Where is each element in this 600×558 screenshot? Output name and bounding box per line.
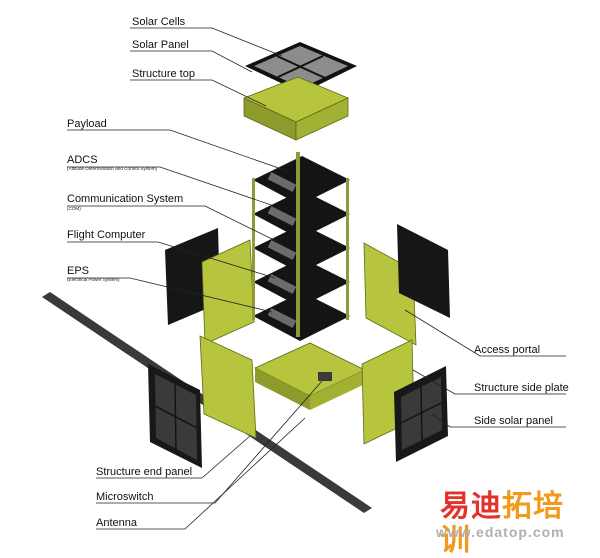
structure-side-plate-left-back bbox=[201, 239, 255, 345]
watermark-logo: 易迪拓培训 www.edatop.com bbox=[418, 489, 594, 558]
adcs-board bbox=[253, 190, 350, 239]
leader-lines bbox=[67, 27, 566, 530]
label-structure-end-panel: Structure end panel bbox=[96, 466, 193, 478]
flight-computer-board bbox=[253, 258, 350, 307]
label-adcs-sub: (Attitude Determination and Control Syst… bbox=[67, 166, 158, 171]
label-access-portal: Access portal bbox=[474, 344, 541, 356]
payload-board bbox=[253, 156, 350, 205]
watermark-char: 迪 bbox=[471, 489, 502, 524]
label-eps: EPS bbox=[67, 265, 90, 277]
watermark-char: 易 bbox=[440, 489, 471, 524]
label-structure-top: Structure top bbox=[132, 68, 195, 80]
diagram-canvas bbox=[42, 27, 566, 530]
structure-end-panel bbox=[199, 335, 257, 439]
label-side-solar-panel: Side solar panel bbox=[474, 415, 553, 427]
side-solar-panel-right-back bbox=[397, 224, 450, 318]
watermark-char: 培 bbox=[533, 489, 564, 524]
label-communication: Communication System bbox=[67, 193, 184, 205]
label-solar-cells: Solar Cells bbox=[132, 16, 186, 28]
label-adcs: ADCS bbox=[67, 154, 98, 166]
label-solar-panel: Solar Panel bbox=[132, 39, 189, 51]
label-payload: Payload bbox=[67, 118, 107, 130]
communication-board bbox=[253, 224, 350, 273]
label-communication-sub: (COM) bbox=[67, 206, 81, 211]
microswitch bbox=[318, 372, 332, 381]
electronics-stack bbox=[252, 152, 350, 341]
watermark-char: 拓 bbox=[502, 489, 533, 524]
label-microswitch: Microswitch bbox=[96, 491, 154, 503]
watermark-url: www.edatop.com bbox=[436, 524, 565, 540]
eps-board bbox=[253, 292, 350, 341]
label-flight-computer: Flight Computer bbox=[67, 229, 146, 241]
label-antenna: Antenna bbox=[96, 517, 137, 529]
cubesat-exploded-diagram: Solar Cells Solar Panel Structure top Pa… bbox=[42, 16, 594, 558]
label-structure-side-plate: Structure side plate bbox=[474, 382, 569, 394]
label-eps-sub: (Electrical Power System) bbox=[67, 277, 120, 282]
